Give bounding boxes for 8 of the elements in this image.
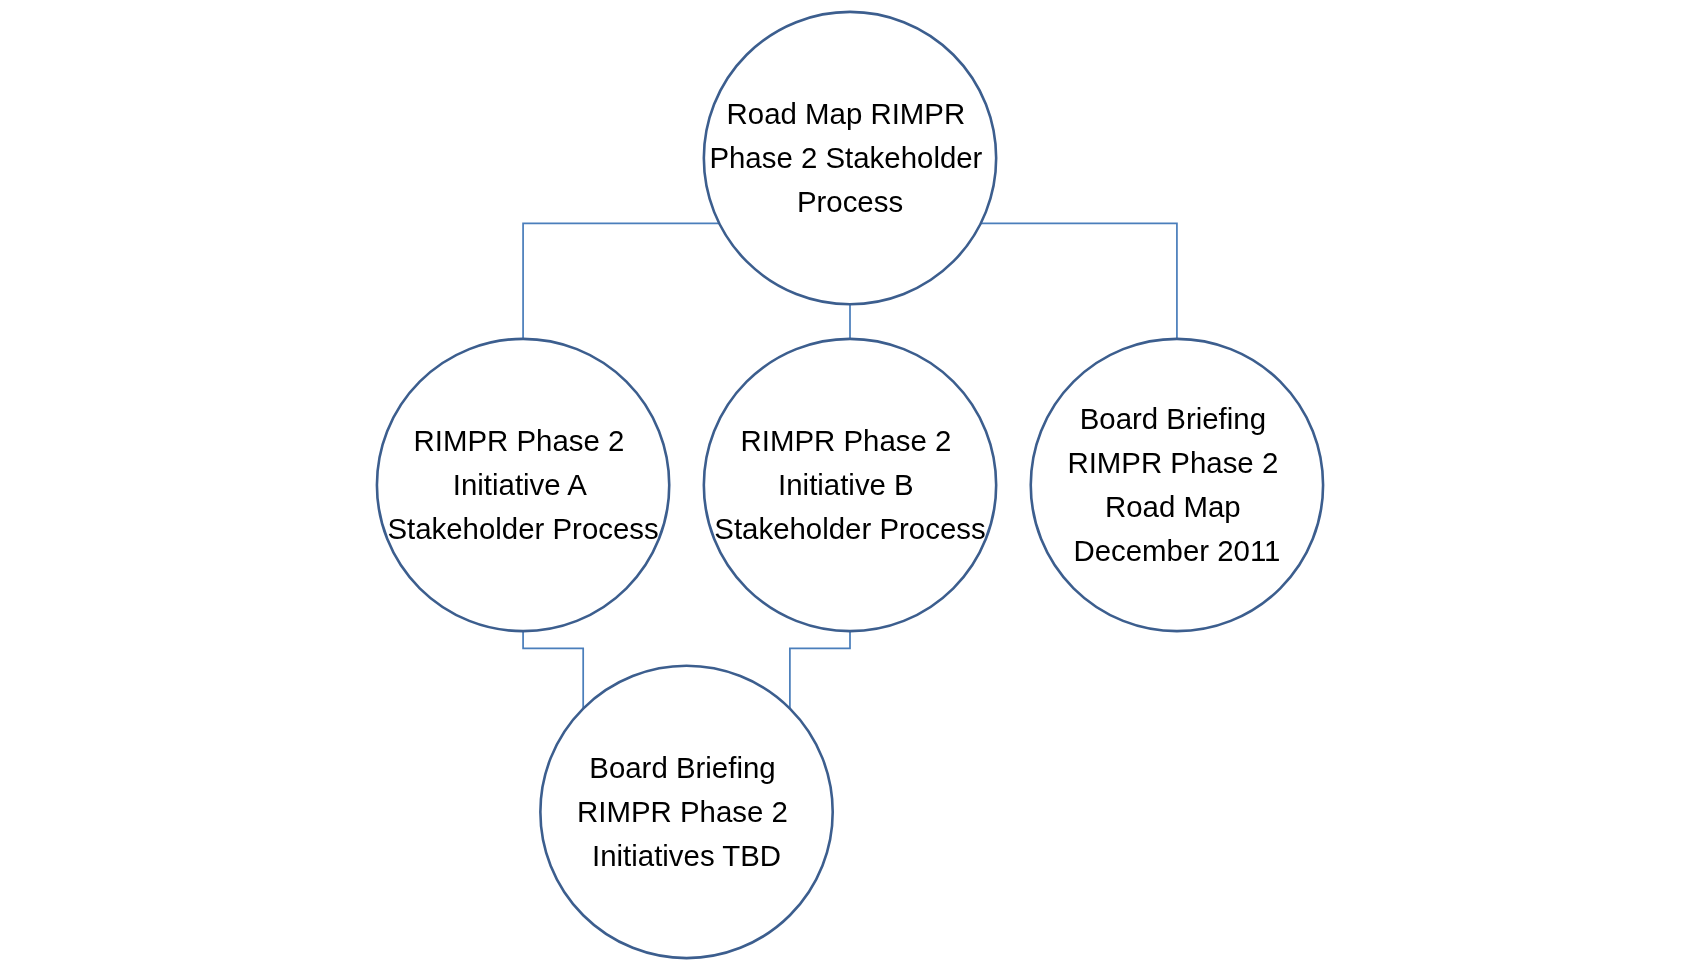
- node-circle: Road Map RIMPR Phase 2 Stakeholder Process: [702, 10, 998, 306]
- connector: [522, 630, 585, 710]
- connector: [789, 630, 851, 710]
- node-circle: Board Briefing RIMPR Phase 2 Road Map December 2011: [1029, 337, 1325, 633]
- connector: [849, 303, 851, 340]
- node-circle: RIMPR Phase 2 Initiative A Stakeholder Process: [375, 337, 671, 633]
- node-circle: Board Briefing RIMPR Phase 2 Initiatives TBD: [539, 664, 834, 960]
- node-circle: RIMPR Phase 2 Initiative B Stakeholder Process: [702, 337, 998, 633]
